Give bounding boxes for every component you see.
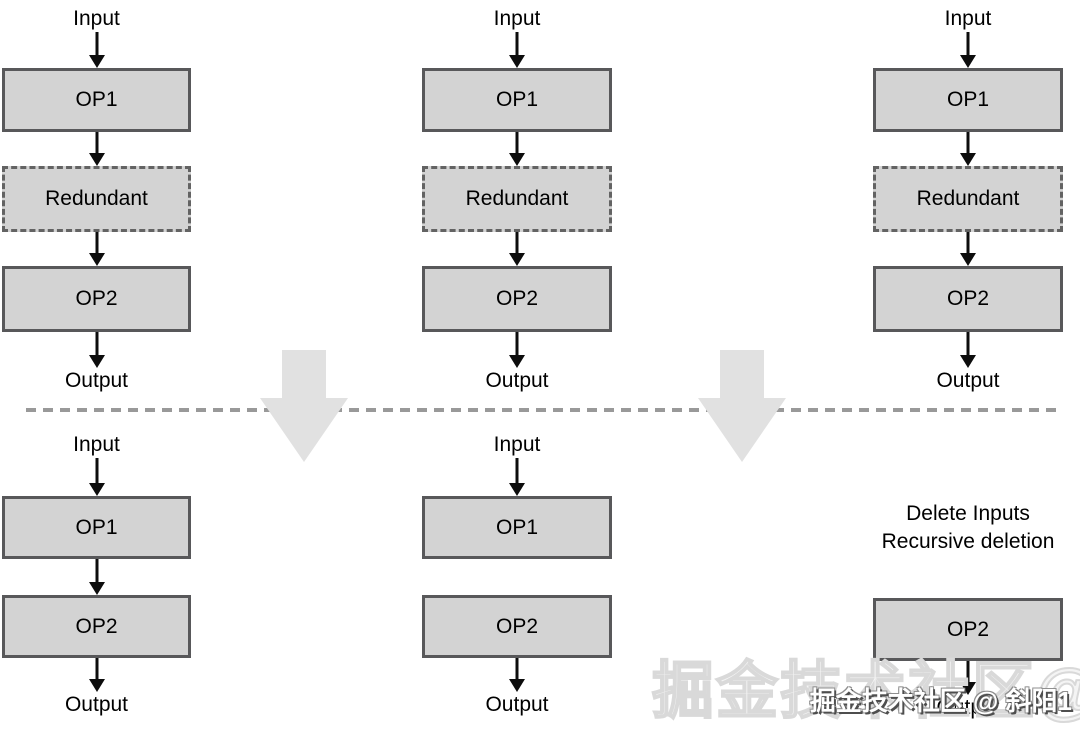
big-down-arrow-right xyxy=(698,350,786,462)
flow-top-right: Input OP1 Redundant OP2 Output xyxy=(873,0,1063,394)
down-arrow-icon xyxy=(509,132,525,166)
input-label: Input xyxy=(944,7,992,30)
down-arrow-icon xyxy=(509,458,525,496)
down-arrow-icon xyxy=(509,32,525,68)
down-arrow-icon xyxy=(88,658,105,692)
node-label: Redundant xyxy=(465,187,569,210)
input-label: Input xyxy=(493,7,541,30)
down-arrow-icon xyxy=(960,32,976,68)
down-arrow-icon xyxy=(960,661,976,695)
down-arrow-icon xyxy=(88,32,105,68)
node-op1: OP1 xyxy=(2,496,191,559)
node-op2: OP2 xyxy=(873,598,1063,661)
down-arrow-icon xyxy=(509,332,525,368)
node-op1: OP1 xyxy=(2,68,191,132)
note-to-node-gap xyxy=(959,556,977,598)
output-label: Output xyxy=(485,693,549,716)
down-arrow-icon xyxy=(88,559,105,595)
node-label: Redundant xyxy=(45,187,148,210)
output-label: Output xyxy=(936,369,1000,392)
node-op2: OP2 xyxy=(2,266,191,332)
big-down-arrow-left xyxy=(260,350,348,462)
down-arrow-icon xyxy=(509,658,525,692)
down-arrow-icon xyxy=(509,232,525,266)
output-label: Output xyxy=(936,696,1000,719)
node-label: Redundant xyxy=(916,187,1020,210)
note-line-1: Delete Inputs xyxy=(906,502,1030,525)
deletion-note: Delete Inputs Recursive deletion xyxy=(882,500,1055,556)
down-arrow-icon xyxy=(960,332,976,368)
node-label: OP2 xyxy=(495,287,539,310)
node-op2: OP2 xyxy=(2,595,191,658)
node-op2: OP2 xyxy=(422,595,612,658)
node-op1: OP1 xyxy=(422,68,612,132)
node-label: OP2 xyxy=(946,617,990,641)
down-arrow-icon xyxy=(960,132,976,166)
input-label: Input xyxy=(73,433,120,456)
node-redundant: Redundant xyxy=(422,166,612,232)
node-op1: OP1 xyxy=(422,496,612,559)
node-label: OP1 xyxy=(495,88,539,111)
output-label: Output xyxy=(64,693,129,716)
node-op2: OP2 xyxy=(873,266,1063,332)
node-label: OP1 xyxy=(946,88,990,111)
down-arrow-icon xyxy=(88,132,105,166)
node-label: OP1 xyxy=(75,515,118,539)
input-label: Input xyxy=(493,433,541,456)
down-arrow-icon xyxy=(88,232,105,266)
note-line-2: Recursive deletion xyxy=(881,530,1055,553)
faint-background-watermark: 掘金技术社区@斜阳1 xyxy=(651,656,1080,727)
node-label: OP1 xyxy=(495,515,539,539)
node-label: OP2 xyxy=(495,614,539,638)
node-redundant: Redundant xyxy=(2,166,191,232)
node-label: OP1 xyxy=(75,88,118,111)
watermark-text: 掘金技术社区 @ 斜阳1 xyxy=(809,686,1072,716)
down-arrow-icon xyxy=(960,232,976,266)
node-op1: OP1 xyxy=(873,68,1063,132)
node-redundant: Redundant xyxy=(873,166,1063,232)
flow-top-left: Input OP1 Redundant OP2 Output xyxy=(2,0,191,394)
flow-bottom-middle: Input OP1 OP2 Output xyxy=(422,428,612,718)
node-label: OP2 xyxy=(946,287,990,310)
separator-dashed-line xyxy=(26,408,1062,412)
node-op2: OP2 xyxy=(422,266,612,332)
down-arrow-icon xyxy=(88,332,105,368)
missing-connector-gap xyxy=(508,559,526,595)
output-label: Output xyxy=(64,369,129,392)
down-arrow-icon xyxy=(88,458,105,496)
flow-bottom-right: Delete Inputs Recursive deletion OP2 Out… xyxy=(873,428,1063,721)
flow-top-middle: Input OP1 Redundant OP2 Output xyxy=(422,0,612,394)
output-label: Output xyxy=(485,369,549,392)
node-label: OP2 xyxy=(75,287,118,310)
flow-bottom-left: Input OP1 OP2 Output xyxy=(2,428,191,718)
input-label: Input xyxy=(73,7,120,30)
node-label: OP2 xyxy=(75,614,118,638)
